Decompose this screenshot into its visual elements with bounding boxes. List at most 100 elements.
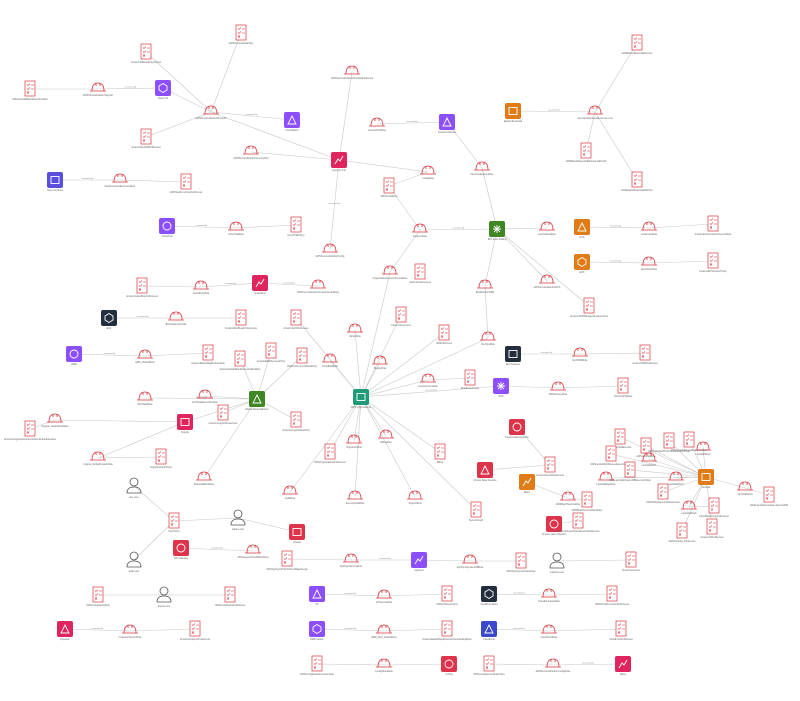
hat-node[interactable]: AWSServiceRoleForRoute53 — [196, 105, 228, 120]
hat-node[interactable]: CloudFormationRole — [538, 588, 561, 603]
doc-node[interactable]: AmazonEC2FullAccess — [284, 309, 310, 330]
doc-node[interactable]: AWSXRayDaemonWriteAccess — [646, 483, 681, 504]
person-node[interactable]: readonly-user — [549, 552, 565, 574]
doc-node[interactable]: AdministratorAccess — [409, 263, 432, 284]
doc-node[interactable]: AmazonS3FullAccess — [700, 518, 724, 539]
doc-node[interactable]: AWSLambdaDynamoDBExecutionRole — [609, 461, 651, 482]
svc-node[interactable]: Macie — [615, 656, 631, 676]
hat-node[interactable]: SNSDeliveryRole — [549, 381, 568, 396]
svc-node[interactable]: Elastic Beanstalk Env — [246, 391, 270, 411]
doc-node[interactable]: AmazonElasticMapReduceRole — [191, 344, 225, 365]
svc-node[interactable]: Cognito — [177, 414, 193, 434]
hat-node[interactable]: BeanstalkEC2Role — [194, 471, 215, 486]
hat-node[interactable]: AuditRole — [282, 485, 298, 500]
svc-node[interactable]: Inspector — [57, 621, 73, 641]
doc-node[interactable]: CognitoUnauthPolicy — [150, 448, 173, 469]
doc-node[interactable]: AmazonElasticMapReduceforAutoScalingRole — [422, 620, 472, 641]
hat-node[interactable]: LambdaRole5 — [681, 500, 697, 515]
svc-node[interactable]: Kinesis Firehose — [438, 114, 457, 134]
doc-node[interactable]: AWSLambda_FullAccess — [669, 522, 697, 543]
doc-node[interactable]: AWSConfigRole — [380, 177, 398, 198]
doc-node[interactable]: AWSCodeDeployRole — [86, 586, 110, 607]
doc-node[interactable]: CloudWatchLogsFullAccess — [699, 497, 730, 518]
doc-node[interactable]: AWSCodeCommitReadOnly — [287, 347, 318, 368]
doc-node[interactable]: AWSLambdaRole — [637, 437, 657, 458]
svc-node[interactable]: EC2 Instance — [505, 346, 521, 366]
svc-node[interactable]: IoT — [309, 586, 325, 606]
doc-node[interactable]: AWSLambdaKinesisExecutionRole — [670, 431, 708, 452]
doc-node[interactable]: AWSCloudFormationFullAccess — [595, 585, 630, 606]
doc-node[interactable]: AWSAppSyncAdministrator — [506, 552, 536, 573]
hat-node[interactable]: AWSServiceRoleForCloudWatchEvents — [331, 65, 374, 80]
svc-node[interactable]: Batch — [519, 474, 535, 494]
doc-node[interactable]: CloudFrontFullAccess — [609, 620, 633, 641]
hat-node[interactable]: FirehoseDeliveryRole — [471, 161, 495, 176]
svc-node[interactable]: AppSync — [411, 552, 427, 572]
doc-node[interactable]: AmazonSNSRole — [614, 377, 633, 398]
doc-node[interactable]: AmazonCognitoPowerUser — [209, 404, 238, 425]
doc-node[interactable]: AmazonElasticMapReduceforEC2Role — [219, 350, 261, 371]
hat-node[interactable]: CloudFrontRole — [541, 624, 558, 639]
svc-node[interactable]: Kinesis Video Streams — [542, 516, 567, 536]
hat-node[interactable]: EC2SSMRole — [572, 347, 588, 362]
doc-node[interactable]: AmazonSSMFullAccess — [632, 344, 659, 365]
person-node[interactable]: dev-user — [126, 477, 142, 499]
hat-node[interactable]: aws-elasticbeanstalk-service-role — [577, 105, 613, 120]
hat-node[interactable]: GuardDutyRole — [193, 280, 210, 295]
hat-node[interactable]: DeployRole — [372, 355, 388, 370]
hat-node[interactable]: SupportRole — [407, 490, 423, 505]
hat-node[interactable]: AWSServiceRoleForConfigRules — [536, 658, 572, 673]
svc-node[interactable]: GuardDuty — [252, 275, 268, 295]
hat-node[interactable]: APIGatewayCloudWatchRole — [237, 544, 269, 559]
svc-node[interactable]: CloudWatch — [284, 112, 300, 132]
doc-node[interactable]: IAMFullAccess — [436, 324, 453, 345]
doc-node[interactable]: AWSOrganizationsFullAccess — [314, 443, 347, 464]
hat-node[interactable]: AWSServiceRoleForConfig — [316, 243, 345, 258]
doc-node[interactable]: AWSBatchServiceRolePolicy — [572, 491, 604, 512]
doc-node[interactable]: AWSConfigServiceRolePolicy — [473, 655, 506, 676]
doc-node[interactable]: PowerUserAccess — [391, 306, 412, 327]
hat-node[interactable]: Cognito_DefaultAuthRole — [42, 413, 70, 428]
svc-node[interactable]: AWS Organizations — [351, 389, 373, 409]
doc-node[interactable]: AmazonGuardDutyFullAccess — [126, 277, 159, 298]
doc-node[interactable]: AWSStepFunctionsFullAccess — [170, 173, 203, 194]
svc-node[interactable]: Step Functions — [47, 172, 64, 192]
hat-node[interactable]: AWSServiceRoleForSecurityHub — [234, 145, 270, 160]
hat-node[interactable]: CodeBuildRole — [322, 353, 339, 368]
doc-node[interactable]: AWSAppSyncPushToCloudWatchLogs — [266, 550, 308, 571]
doc-node[interactable]: AWSLambdaSQSQueueExecutionRole — [590, 445, 632, 466]
svc-node[interactable]: Route 53 — [155, 80, 171, 100]
hat-node[interactable]: AWSServiceRoleForECS — [534, 274, 561, 289]
doc-node[interactable]: UserPolicy — [168, 512, 181, 533]
hat-node[interactable]: ConfigRole — [420, 165, 436, 180]
person-node[interactable]: admin-user — [230, 509, 246, 531]
hat-node[interactable]: AWSServiceRoleForAmazonGuardDuty — [297, 279, 340, 294]
svc-node[interactable]: Elastic Beanstalk — [504, 103, 523, 123]
person-node[interactable]: deploy-user — [156, 586, 172, 608]
doc-node[interactable]: AWSConfigRulesExecutionRole — [300, 655, 335, 676]
doc-node[interactable]: AmazonCognitoDeveloperAuthenticatedIdent… — [4, 420, 57, 441]
svc-node[interactable]: CloudFront — [481, 621, 497, 641]
doc-node[interactable]: AWSLambdaVPCAccessExecutionRole — [648, 432, 691, 453]
hat-node[interactable]: SecurityHubRole — [368, 117, 387, 132]
svc-node[interactable]: EC2 Auto Scaling — [488, 221, 507, 241]
svc-node[interactable]: CloudTrail — [159, 218, 175, 238]
doc-node[interactable]: AmazonEC2ReadOnlyAccess — [225, 309, 258, 330]
hat-node[interactable]: InspectorServiceRole — [119, 624, 142, 639]
doc-node[interactable]: AmazonCognitoReadOnly — [282, 411, 311, 432]
doc-node[interactable]: Billing — [434, 443, 446, 464]
hat-node[interactable]: LambdaEdgeRole — [596, 471, 616, 486]
svc-node[interactable]: Config — [441, 656, 457, 676]
svc-node[interactable]: EMR Cluster — [309, 621, 325, 641]
svc-node[interactable]: Kinesis Data Analytics — [505, 419, 530, 439]
hat-node[interactable]: DevOpsRole — [480, 331, 496, 346]
hat-node[interactable]: LambdaRole2 — [695, 441, 711, 456]
doc-node[interactable]: AmazonSSMManagedInstanceCore — [570, 297, 609, 318]
svc-node[interactable]: EKS — [574, 254, 590, 274]
hat-node[interactable]: CrossAccountRole — [418, 373, 439, 388]
doc-node[interactable]: AmazonEMRServicePolicy — [257, 342, 286, 363]
hat-node[interactable]: LambdaRole3 — [668, 471, 684, 486]
hat-node[interactable]: OrganizationAccountAccessRole — [373, 265, 408, 280]
hat-node[interactable]: AutoScalingRole — [538, 221, 557, 236]
doc-node[interactable]: AWSElasticBeanstalkWebTier — [621, 171, 653, 192]
